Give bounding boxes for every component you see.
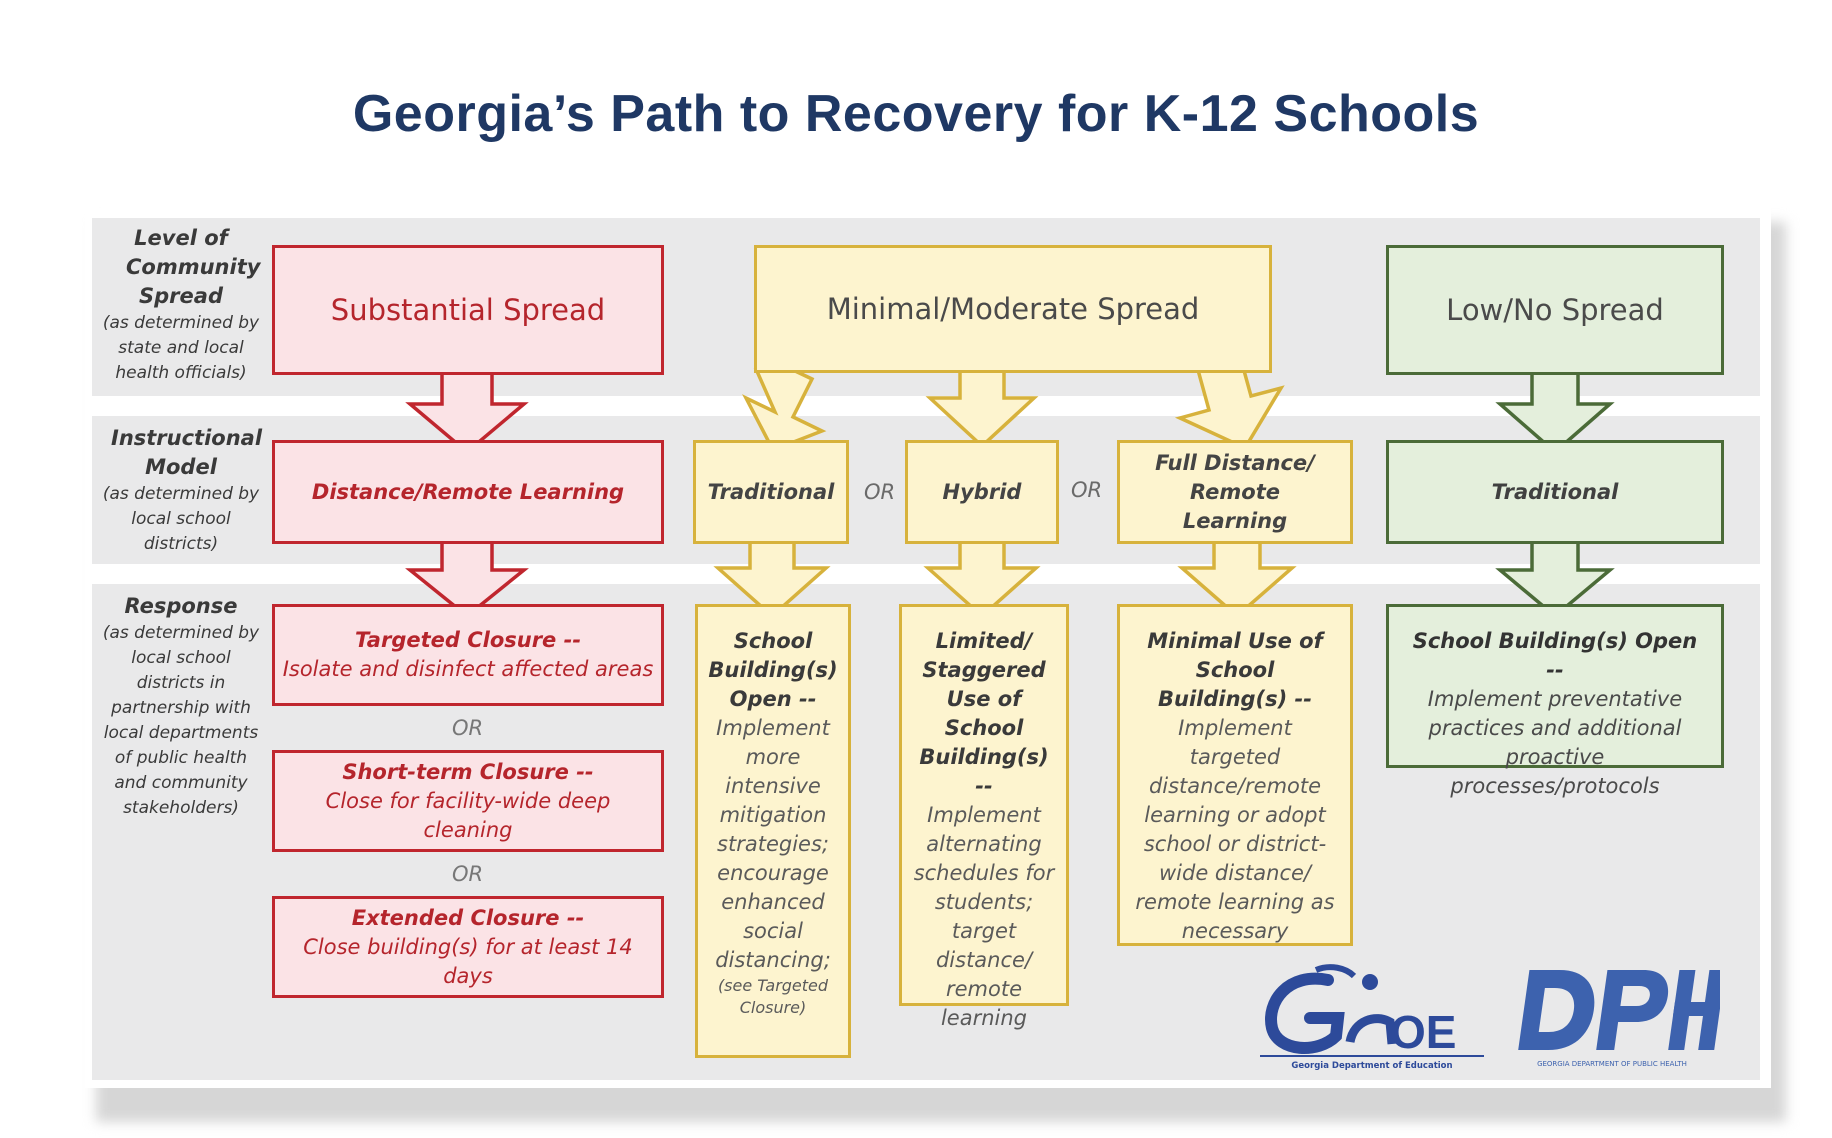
svg-text:OE: OE — [1390, 1006, 1456, 1058]
response-limited-box: Limited/ Staggered Use of School Buildin… — [899, 604, 1069, 1030]
response-note: (see Targeted Closure) — [717, 976, 829, 1017]
dph-logo-mark: GEORGIA DEPARTMENT OF PUBLIC HEALTH — [1518, 970, 1726, 1068]
gadoe-logo-mark: OE Georgia Department of Education — [1260, 964, 1484, 1071]
substantial-spread-box: Substantial Spread — [272, 245, 664, 375]
row-label-community: Level of Community Spread (as determined… — [96, 224, 266, 386]
low-spread-box: Low/No Spread — [1386, 245, 1724, 375]
response-extended-box: Extended Closure -- Close building(s) fo… — [272, 896, 664, 998]
arrow-moderate-to-traditional — [742, 358, 827, 453]
or-label: OR — [452, 716, 484, 740]
response-targeted-box: Targeted Closure -- Isolate and disinfec… — [272, 604, 664, 706]
response-school-open-box: School Building(s) Open -- Implement mor… — [695, 604, 851, 1058]
row-note: (as determined by state and local health… — [102, 313, 260, 383]
gadoe-logo: OE Georgia Department of Education — [1258, 962, 1486, 1072]
row-heading: Instructional Model — [111, 426, 263, 479]
response-text: Close for facility-wide deep cleaning — [325, 788, 611, 842]
response-text: Implement targeted distance/remote learn… — [1135, 716, 1335, 943]
or-label: OR — [1071, 478, 1103, 502]
model-full-distance-box: Full Distance/ Remote Learning — [1117, 440, 1353, 544]
response-title: Minimal Use of School Building(s) -- — [1147, 629, 1323, 711]
response-short-term-box: Short-term Closure -- Close for facility… — [272, 750, 664, 852]
svg-text:Georgia Department of Educatio: Georgia Department of Education — [1291, 1061, 1452, 1071]
row-label-response: Response (as determined by local school … — [96, 592, 266, 821]
row-note: (as determined by local school districts… — [102, 623, 260, 818]
response-title: Limited/ Staggered Use of School Buildin… — [919, 629, 1049, 798]
response-minimal-use-box: Minimal Use of School Building(s) -- Imp… — [1117, 604, 1353, 946]
response-text: Isolate and disinfect affected areas — [282, 657, 654, 681]
response-text: Close building(s) for at least 14 days — [303, 934, 633, 988]
svg-text:GEORGIA DEPARTMENT OF PUBLIC H: GEORGIA DEPARTMENT OF PUBLIC HEALTH — [1537, 1060, 1687, 1068]
or-label: OR — [452, 862, 484, 886]
model-hybrid-box: Hybrid — [905, 440, 1059, 544]
page-title: Georgia’s Path to Recovery for K-12 Scho… — [352, 85, 1480, 143]
response-title: School Building(s) Open -- — [1412, 629, 1698, 682]
model-traditional-low-box: Traditional — [1386, 440, 1724, 544]
or-label: OR — [864, 480, 896, 504]
arrow-substantial-to-distance — [405, 360, 529, 455]
response-low-open-box: School Building(s) Open -- Implement pre… — [1386, 604, 1724, 798]
row-heading: Response — [124, 594, 238, 618]
dph-logo: GEORGIA DEPARTMENT OF PUBLIC HEALTH — [1504, 966, 1726, 1070]
response-title: Targeted Closure -- — [354, 628, 582, 652]
row-note: (as determined by local school districts… — [102, 484, 260, 554]
response-title: Short-term Closure -- — [342, 759, 594, 784]
arrow-low-to-traditional — [1495, 360, 1615, 455]
moderate-spread-box: Minimal/Moderate Spread — [754, 245, 1272, 373]
model-traditional-box: Traditional — [693, 440, 849, 544]
response-title: Extended Closure -- — [351, 905, 585, 930]
model-distance-box: Distance/Remote Learning — [272, 440, 664, 544]
response-title: School Building(s) Open -- — [708, 629, 838, 711]
row-label-instruction: Instructional Model (as determined by lo… — [96, 424, 266, 557]
response-text: Implement more intensive mitigation stra… — [715, 716, 831, 972]
response-text: Implement alternating schedules for stud… — [913, 803, 1055, 1030]
response-text: Implement preventative practices and add… — [1427, 687, 1683, 798]
